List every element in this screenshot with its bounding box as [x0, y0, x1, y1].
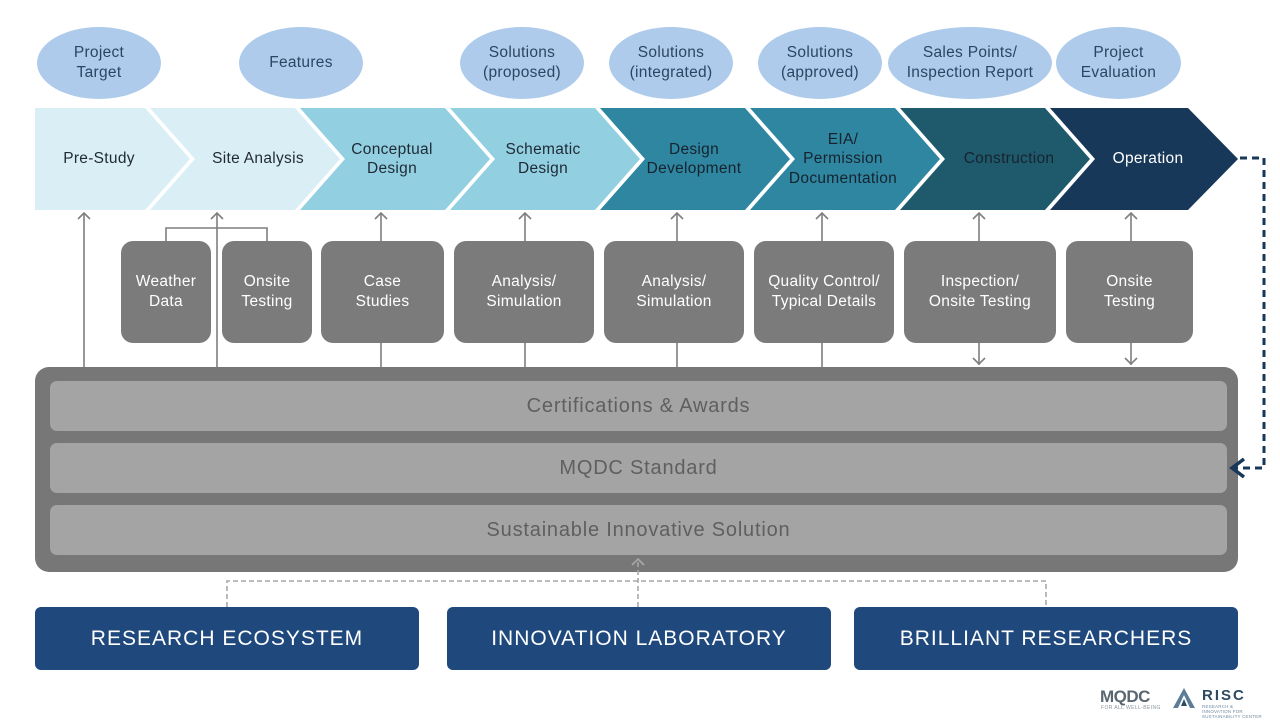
stage-label-schematic-design: Schematic Design [505, 140, 581, 178]
stage-label-design-development: Design Development [646, 140, 742, 178]
stage-chevron-design-development [600, 108, 790, 210]
risc-tagline: RESEARCH & INNOVATION FOR SUSTAINABILITY… [1202, 704, 1262, 719]
input-label: Inspection/ Onsite Testing [928, 273, 1032, 310]
output-ellipse-solutions-approved: Solutions (approved) [758, 27, 882, 99]
output-label: Solutions (approved) [781, 44, 859, 81]
layer-certifications-awards: Certifications & Awards [50, 381, 1227, 431]
arrowhead [374, 211, 388, 220]
input-label: Analysis/ Simulation [636, 273, 712, 310]
layer-sustainable-innovative-solution: Sustainable Innovative Solution [50, 505, 1227, 555]
output-ellipse-solutions-integrated: Solutions (integrated) [609, 27, 733, 99]
stage-label-pre-study: Pre-Study [63, 150, 135, 168]
input-box-onsite-testing-operation: Onsite Testing [1066, 241, 1193, 343]
bracket-site-analysis-inputs [165, 227, 268, 241]
arrowhead [77, 211, 91, 220]
stage-label-conceptual-design: Conceptual Design [351, 140, 433, 178]
input-box-inspection-onsite-testing: Inspection/ Onsite Testing [904, 241, 1056, 343]
input-box-analysis-simulation-1: Analysis/ Simulation [454, 241, 594, 343]
output-ellipse-sales-points: Sales Points/ Inspection Report [888, 27, 1052, 99]
output-ellipse-project-target: Project Target [37, 27, 161, 99]
stage-chevron-eia-permission [750, 108, 940, 210]
output-label: Solutions (proposed) [483, 44, 561, 81]
output-label: Features [269, 54, 333, 71]
stage-chevron-site-analysis [150, 108, 340, 210]
output-ellipse-solutions-proposed: Solutions (proposed) [460, 27, 584, 99]
input-label: Case Studies [355, 273, 410, 310]
stage-label-site-analysis: Site Analysis [212, 150, 304, 168]
feedback-arrow-operation-to-standard [1234, 156, 1266, 470]
output-label: Sales Points/ Inspection Report [906, 44, 1034, 81]
arrowhead [210, 211, 224, 220]
stage-chevron-conceptual-design [300, 108, 490, 210]
stage-chevron-operation [1050, 108, 1238, 210]
input-label: Analysis/ Simulation [486, 273, 562, 310]
layer-mqdc-standard: MQDC Standard [50, 443, 1227, 493]
input-box-weather-data: Weather Data [121, 241, 211, 343]
output-label: Project Target [73, 44, 125, 81]
arrowhead [815, 211, 829, 220]
arrowhead-up-platform [631, 557, 645, 566]
input-box-analysis-simulation-2: Analysis/ Simulation [604, 241, 744, 343]
arrowhead [972, 211, 986, 220]
mqdc-tagline: FOR ALL WELL-BEING [1101, 705, 1161, 711]
risc-logo: RISC [1202, 687, 1246, 704]
input-box-quality-control: Quality Control/ Typical Details [754, 241, 894, 343]
output-ellipse-features: Features [239, 27, 363, 99]
input-box-onsite-testing: Onsite Testing [222, 241, 312, 343]
input-label: Quality Control/ Typical Details [768, 273, 880, 310]
stage-chevron-pre-study [35, 108, 190, 210]
mqdc-logo: MQDC [1100, 687, 1150, 706]
stage-label-eia-permission: EIA/ Permission Documentation [788, 130, 898, 187]
feedback-arrowhead [1229, 457, 1246, 479]
arrowhead [518, 211, 532, 220]
pillar-brilliant-researchers: BRILLIANT RESEARCHERS [854, 607, 1238, 670]
pillar-research-ecosystem: RESEARCH ECOSYSTEM [35, 607, 419, 670]
output-label: Solutions (integrated) [629, 44, 713, 81]
stage-chevron-construction [900, 108, 1090, 210]
input-box-case-studies: Case Studies [321, 241, 444, 343]
stage-label-construction: Construction [963, 150, 1055, 168]
dashed-bracket-pillars [226, 580, 1047, 607]
stage-chevron-schematic-design [450, 108, 640, 210]
input-label: Onsite Testing [1103, 273, 1156, 310]
input-label: Weather Data [135, 273, 197, 310]
output-label: Project Evaluation [1080, 44, 1157, 81]
arrowhead [670, 211, 684, 220]
input-label: Onsite Testing [241, 273, 293, 310]
output-ellipse-project-evaluation: Project Evaluation [1056, 27, 1181, 99]
arrowhead [1124, 211, 1138, 220]
arrowhead-down [972, 357, 986, 366]
stage-label-operation: Operation [1112, 150, 1184, 168]
arrowhead-down [1124, 357, 1138, 366]
pillar-innovation-laboratory: INNOVATION LABORATORY [447, 607, 831, 670]
